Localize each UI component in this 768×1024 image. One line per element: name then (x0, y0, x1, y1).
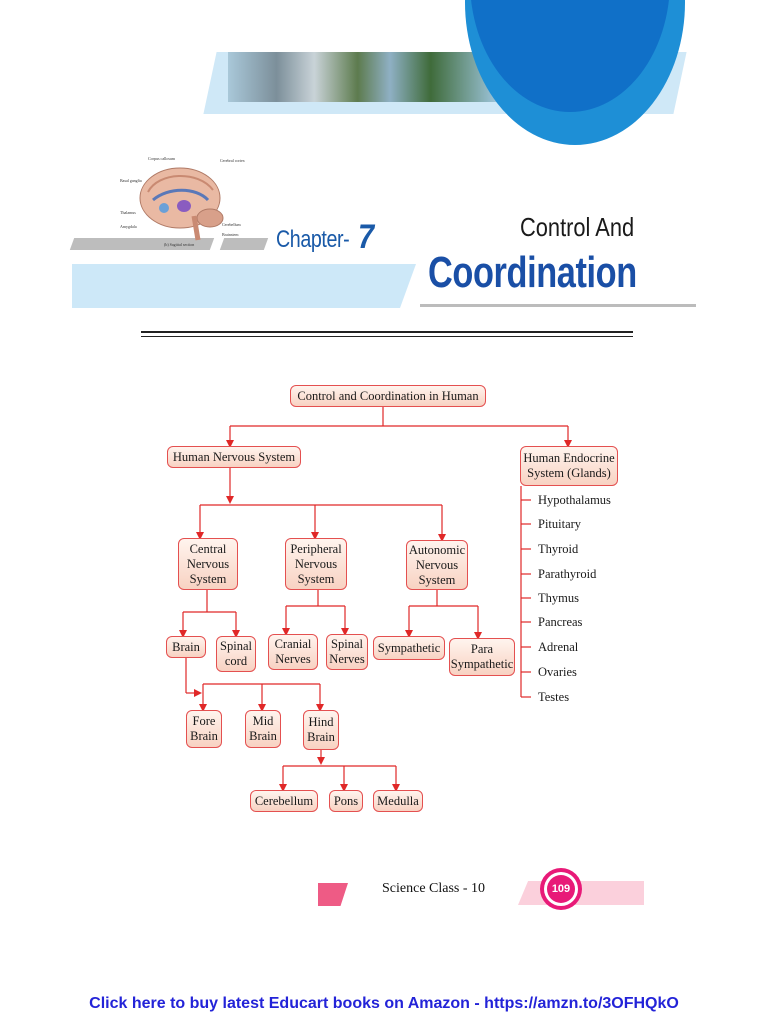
node-ans: Autonomic Nervous System (406, 540, 468, 590)
divider-rule (141, 331, 633, 333)
brain-label: Thalamus (120, 210, 136, 215)
node-label: Hind Brain (307, 715, 335, 744)
gland-item: Parathyroid (538, 567, 597, 581)
chapter-title-line1: Control And (520, 212, 635, 242)
node-label: Control and Coordination in Human (297, 388, 479, 403)
divider-rule (141, 336, 633, 337)
brain-label: (b) Sagittal section (164, 242, 194, 247)
node-label: Human Endocrine System (Glands) (523, 451, 615, 480)
node-label: Sympathetic (377, 640, 441, 655)
node-label: Fore Brain (190, 714, 218, 743)
node-cranial-nerves: Cranial Nerves (268, 634, 318, 670)
gray-underline (420, 304, 696, 307)
brain-label: Amygdala (120, 224, 137, 229)
node-label: Spinal Nerves (329, 637, 365, 666)
node-label: Pons (333, 793, 359, 808)
brain-label: Brainstem (222, 232, 239, 237)
brain-illustration: Corpus callosum Cerebral cortex Basal ga… (120, 156, 245, 247)
node-pns: Peripheral Nervous System (285, 538, 347, 590)
gland-item: Hypothalamus (538, 493, 611, 507)
header-photo-collage (228, 52, 498, 102)
gland-item: Ovaries (538, 665, 577, 679)
chapter-title-line2: Coordination (428, 248, 637, 297)
buy-books-link[interactable]: Click here to buy latest Educart books o… (89, 995, 679, 1012)
node-sympathetic: Sympathetic (373, 636, 445, 660)
node-label: Autonomic Nervous System (408, 542, 466, 587)
footer-triangle (318, 883, 348, 906)
node-label: Central Nervous System (186, 541, 230, 586)
node-fore-brain: Fore Brain (186, 710, 222, 748)
chapter-number: 7 (358, 218, 375, 256)
node-endocrine-system: Human Endocrine System (Glands) (520, 446, 618, 486)
gland-item: Testes (538, 690, 570, 704)
gland-item: Thyroid (538, 542, 579, 556)
brain-label: Basal ganglia (120, 178, 142, 183)
blue-band (72, 264, 422, 308)
gland-item: Thymus (538, 591, 579, 605)
node-control-coordination: Control and Coordination in Human (290, 385, 486, 407)
node-cerebellum: Cerebellum (250, 790, 318, 812)
node-spinal-cord: Spinal cord (216, 636, 256, 672)
node-pons: Pons (329, 790, 363, 812)
gland-item: Adrenal (538, 640, 579, 654)
node-para-sympathetic: Para Sympathetic (449, 638, 515, 676)
page-number: 109 (547, 875, 575, 903)
brain-label: Cerebellum (222, 222, 242, 227)
node-brain: Brain (166, 636, 206, 658)
footer-subject: Science Class - 10 (382, 881, 486, 896)
node-label: Cranial Nerves (274, 637, 312, 666)
brain-label: Corpus callosum (148, 156, 176, 161)
gland-item: Pancreas (538, 615, 583, 629)
node-spinal-nerves: Spinal Nerves (326, 634, 368, 670)
node-label: Mid Brain (249, 714, 277, 743)
gland-item: Pituitary (538, 517, 582, 531)
node-label: Cerebellum (254, 793, 314, 808)
node-mid-brain: Mid Brain (245, 710, 281, 748)
chapter-label: Chapter- (276, 226, 350, 253)
node-label: Spinal cord (220, 639, 252, 668)
node-hind-brain: Hind Brain (303, 710, 339, 750)
node-label: Peripheral Nervous System (290, 541, 342, 586)
node-cns: Central Nervous System (178, 538, 238, 590)
node-label: Brain (172, 639, 200, 654)
node-label: Human Nervous System (172, 449, 296, 464)
node-label: Para Sympathetic (450, 642, 514, 671)
node-medulla: Medulla (373, 790, 423, 812)
node-nervous-system: Human Nervous System (167, 446, 301, 468)
node-label: Medulla (377, 793, 419, 808)
brain-label: Cerebral cortex (220, 158, 245, 163)
